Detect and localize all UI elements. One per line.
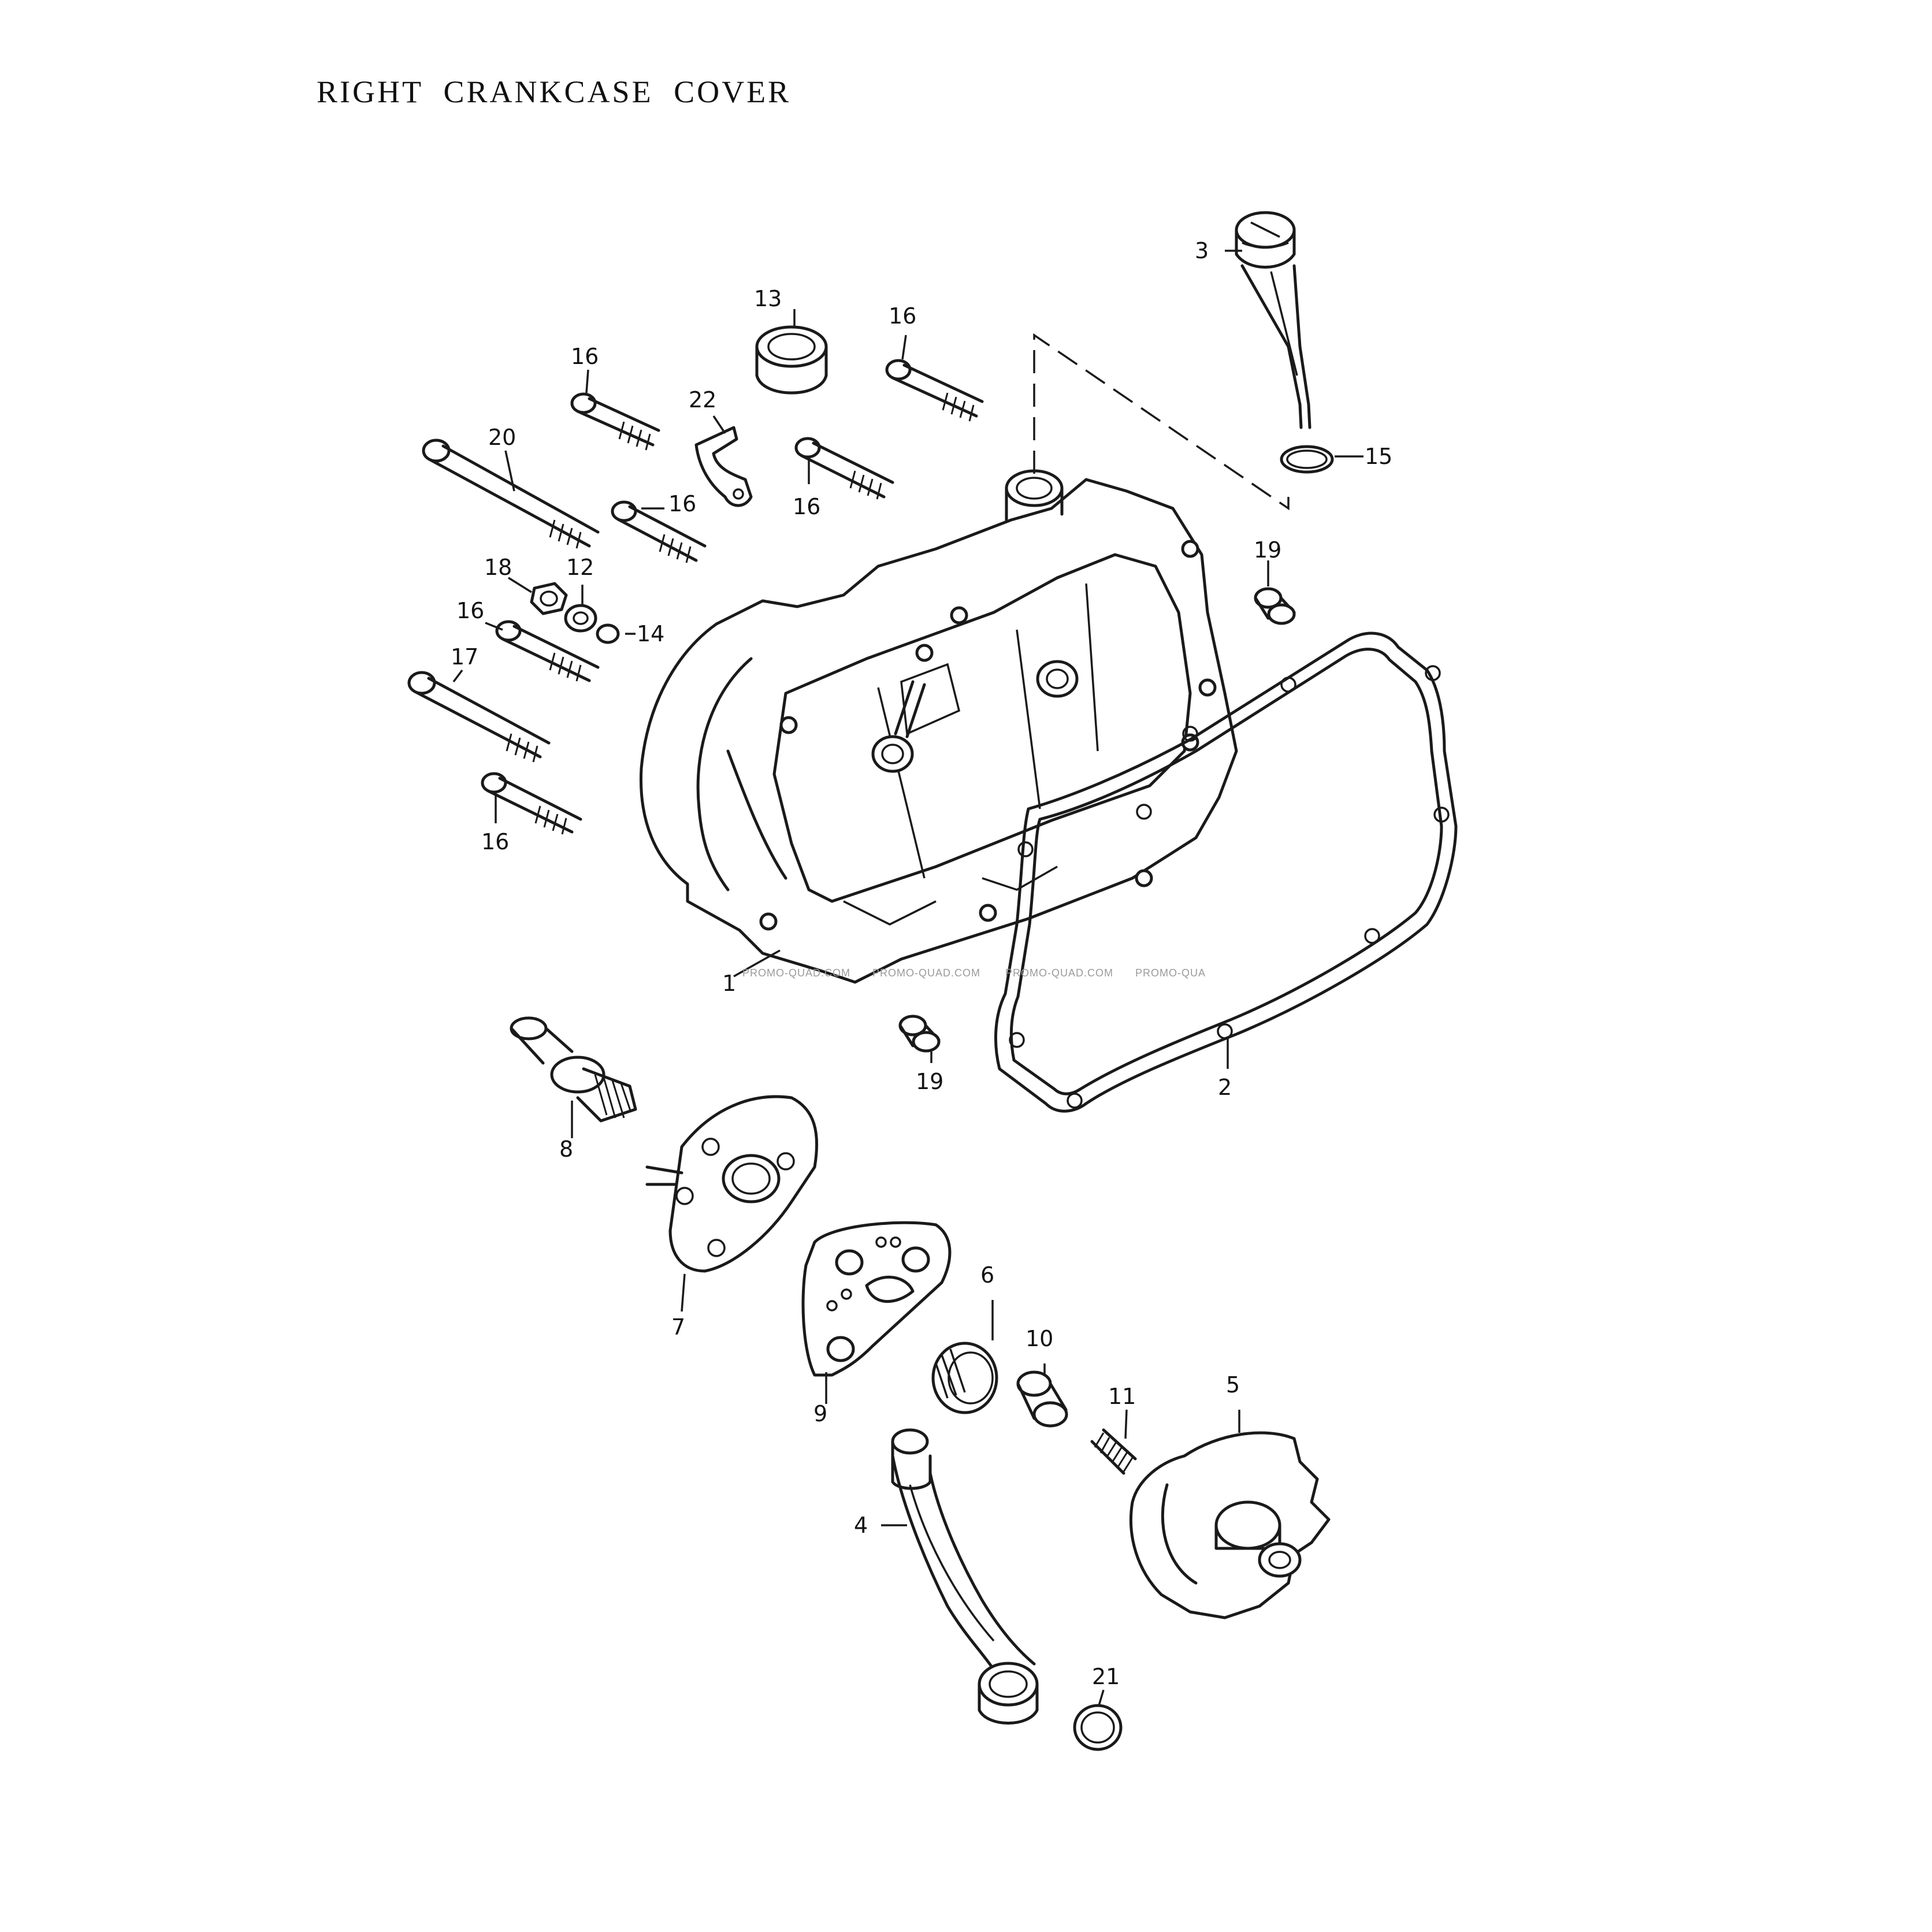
part-9-lock-plate <box>801 1221 952 1377</box>
watermark-text: PROMO-QUA <box>1135 967 1206 979</box>
callout-16-a: 16 <box>571 344 599 369</box>
callout-8: 8 <box>559 1136 573 1162</box>
part-16-bolt-b <box>885 359 984 422</box>
part-19-dowel-pin-a <box>1254 587 1296 625</box>
callout-16-e: 16 <box>456 598 484 623</box>
part-21-washer <box>1073 1704 1123 1751</box>
part-7-guide-plate <box>645 1095 819 1273</box>
part-13-bushing <box>755 325 828 395</box>
callout-6: 6 <box>980 1262 994 1288</box>
callout-5: 5 <box>1226 1372 1240 1398</box>
part-16-bolt-e <box>495 620 600 682</box>
callout-16-d: 16 <box>668 491 696 517</box>
part-18-nut <box>530 582 568 615</box>
callout-19-b: 19 <box>916 1069 943 1094</box>
callout-16-c: 16 <box>793 494 820 519</box>
part-1-crankcase-cover <box>639 469 1238 984</box>
callout-14: 14 <box>637 621 664 647</box>
assembly-guide-line <box>1033 333 1290 511</box>
callout-3: 3 <box>1195 238 1209 263</box>
part-5-starter-drive <box>1130 1431 1331 1619</box>
part-8-pivot-shaft <box>510 1016 637 1123</box>
leader-lines <box>452 250 1363 1706</box>
diagram-title: RIGHT CRANKCASE COVER <box>317 75 792 109</box>
part-10-collar <box>1016 1370 1068 1428</box>
part-19-dowel-pin-b <box>898 1015 941 1053</box>
callout-20: 20 <box>488 425 516 450</box>
watermark-strip: PROMO-QUAD.COM PROMO-QUAD.COM PROMO-QUAD… <box>742 967 1206 979</box>
watermark-text: PROMO-QUAD.COM <box>1005 967 1113 979</box>
callout-11: 11 <box>1108 1384 1136 1409</box>
callout-22: 22 <box>689 387 716 413</box>
callout-4: 4 <box>854 1513 868 1538</box>
callout-7: 7 <box>671 1314 685 1340</box>
part-16-bolt-a <box>570 392 660 451</box>
callout-19-a: 19 <box>1254 537 1281 563</box>
part-16-bolt-c <box>794 437 894 500</box>
callout-21: 21 <box>1092 1664 1120 1689</box>
part-3-oil-dipstick <box>1235 211 1311 429</box>
part-22-bracket <box>694 426 753 507</box>
callout-17: 17 <box>451 644 478 670</box>
callout-16-f: 16 <box>481 829 509 854</box>
callout-12: 12 <box>566 555 594 580</box>
watermark-text: PROMO-QUAD.COM <box>872 967 980 979</box>
part-2-gasket <box>994 631 1458 1113</box>
callout-9: 9 <box>813 1401 827 1426</box>
callout-10: 10 <box>1026 1326 1053 1351</box>
callout-13: 13 <box>754 286 782 311</box>
callout-15: 15 <box>1365 444 1392 469</box>
part-15-o-ring <box>1280 445 1334 474</box>
callout-2: 2 <box>1218 1075 1232 1100</box>
callout-16-b: 16 <box>889 303 916 329</box>
watermark-text: PROMO-QUAD.COM <box>742 967 850 979</box>
callout-18: 18 <box>484 555 512 580</box>
part-16-bolt-f <box>481 772 582 835</box>
part-11-spring <box>1090 1428 1137 1475</box>
callout-labels: 1 2 3 4 5 6 7 8 9 10 11 12 13 14 15 16 1… <box>451 238 1392 1689</box>
part-16-bolt-d <box>611 500 707 563</box>
callout-1: 1 <box>722 971 736 996</box>
part-4-kick-starter-arm <box>891 1428 1039 1725</box>
part-17-long-bolt <box>407 671 551 763</box>
part-6-ring-spring <box>931 1342 998 1414</box>
part-12-washer <box>564 604 597 633</box>
part-20-long-bolt <box>422 439 600 549</box>
part-14-o-ring <box>596 623 620 644</box>
